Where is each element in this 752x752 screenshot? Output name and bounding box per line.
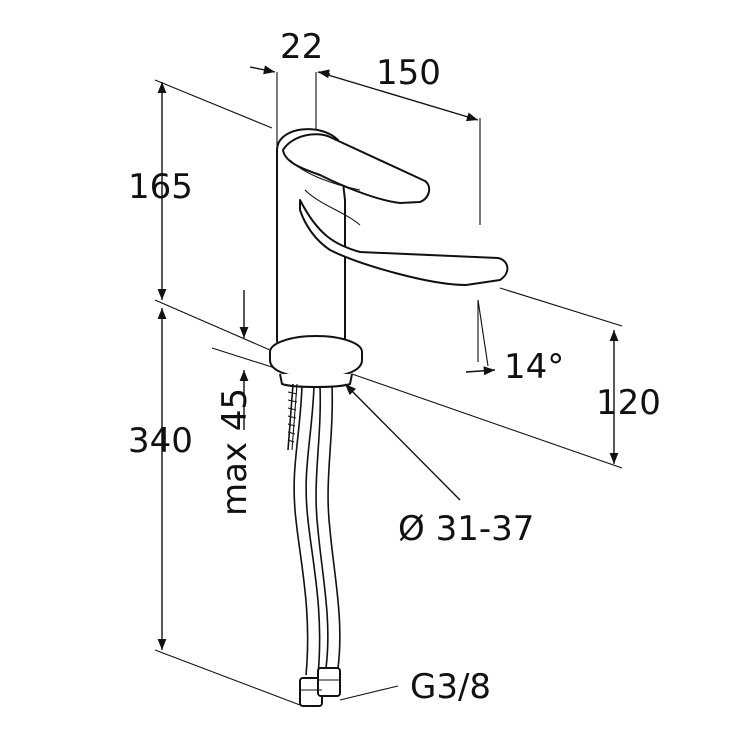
spout-inner-line	[304, 189, 361, 226]
label-14-degrees: 14°	[504, 347, 564, 387]
supply-hoses	[287, 383, 341, 707]
hose-left	[293, 385, 309, 676]
faucet-spout	[299, 199, 509, 286]
label-120: 120	[596, 383, 661, 423]
hose-right	[315, 385, 329, 669]
label-22: 22	[280, 27, 323, 67]
label-max-45: max 45	[215, 388, 255, 516]
faucet-lever	[282, 133, 431, 204]
lever-inner-line	[289, 159, 361, 191]
label-165: 165	[128, 167, 193, 207]
dimension-labels: 22 150 165 14° 120 max 45 340 Ø 31-37 G3…	[128, 27, 661, 707]
mounting-nut	[279, 373, 353, 388]
label-hole-diameter: Ø 31-37	[398, 509, 534, 549]
dimension-lines	[154, 65, 623, 706]
fitting-right	[317, 667, 341, 697]
label-150: 150	[376, 53, 441, 93]
label-340: 340	[128, 421, 193, 461]
label-g38: G3/8	[410, 667, 491, 707]
faucet-outline	[269, 128, 509, 388]
